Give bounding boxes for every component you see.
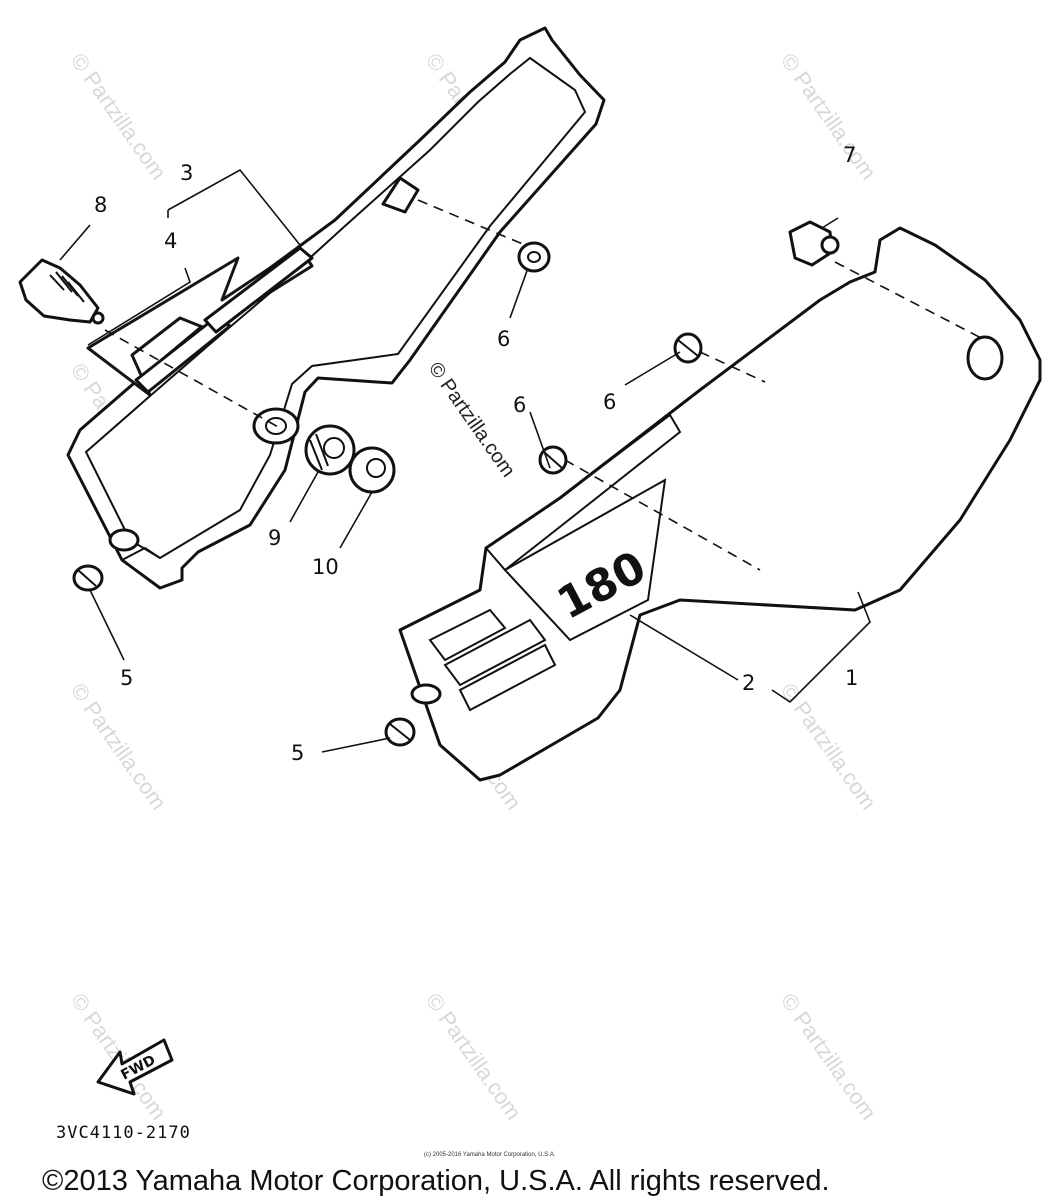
watermark: © Partzilla.com xyxy=(776,989,882,1125)
diagram-code: 3VC4110-2170 xyxy=(56,1123,191,1143)
watermark: © Partzilla.com xyxy=(421,989,527,1125)
callout-5b: 5 xyxy=(291,741,304,765)
part-grommet-6a xyxy=(517,241,551,273)
part-grommet-6c xyxy=(538,445,568,475)
callout-10: 10 xyxy=(312,555,339,579)
right-side-cover: 180 xyxy=(398,226,1042,782)
callout-3: 3 xyxy=(180,161,193,185)
part-damper-7 xyxy=(788,220,840,267)
callout-6b: 6 xyxy=(603,390,616,414)
small-parts xyxy=(18,220,840,747)
callout-1: 1 xyxy=(845,666,858,690)
callout-2: 2 xyxy=(742,671,755,695)
part-grommet-9 xyxy=(304,424,356,476)
label-emblem-left xyxy=(86,246,314,397)
callout-4: 4 xyxy=(164,229,177,253)
watermark: © Partzilla.com xyxy=(66,49,172,185)
callouts: 1 2 3 4 5 5 6 6 6 7 8 9 10 xyxy=(94,143,858,765)
part-grommet-5a xyxy=(72,564,104,592)
callout-5a: 5 xyxy=(120,666,133,690)
watermark: © Partzilla.com xyxy=(66,679,172,815)
watermark: © Partzilla.com xyxy=(776,679,882,815)
callout-7: 7 xyxy=(843,143,856,167)
watermark-center: © Partzilla.com xyxy=(424,358,519,481)
callout-6a: 6 xyxy=(497,327,510,351)
part-grommet-5b xyxy=(384,717,416,747)
leader-lines xyxy=(59,168,871,753)
left-side-cover xyxy=(66,26,606,590)
part-grommet-6b xyxy=(673,332,703,364)
watermark: © Partzilla.com xyxy=(776,49,882,185)
copyright-notice: ©2013 Yamaha Motor Corporation, U.S.A. A… xyxy=(42,1165,830,1197)
part-lock-cylinder xyxy=(18,258,105,325)
assembly-lines xyxy=(104,199,986,571)
part-collar-10 xyxy=(348,446,396,494)
small-copyright: (c) 2005-2016 Yamaha Motor Corporation, … xyxy=(424,1152,556,1158)
callout-8: 8 xyxy=(94,193,107,217)
callout-6c: 6 xyxy=(513,393,526,417)
callout-9: 9 xyxy=(268,526,281,550)
